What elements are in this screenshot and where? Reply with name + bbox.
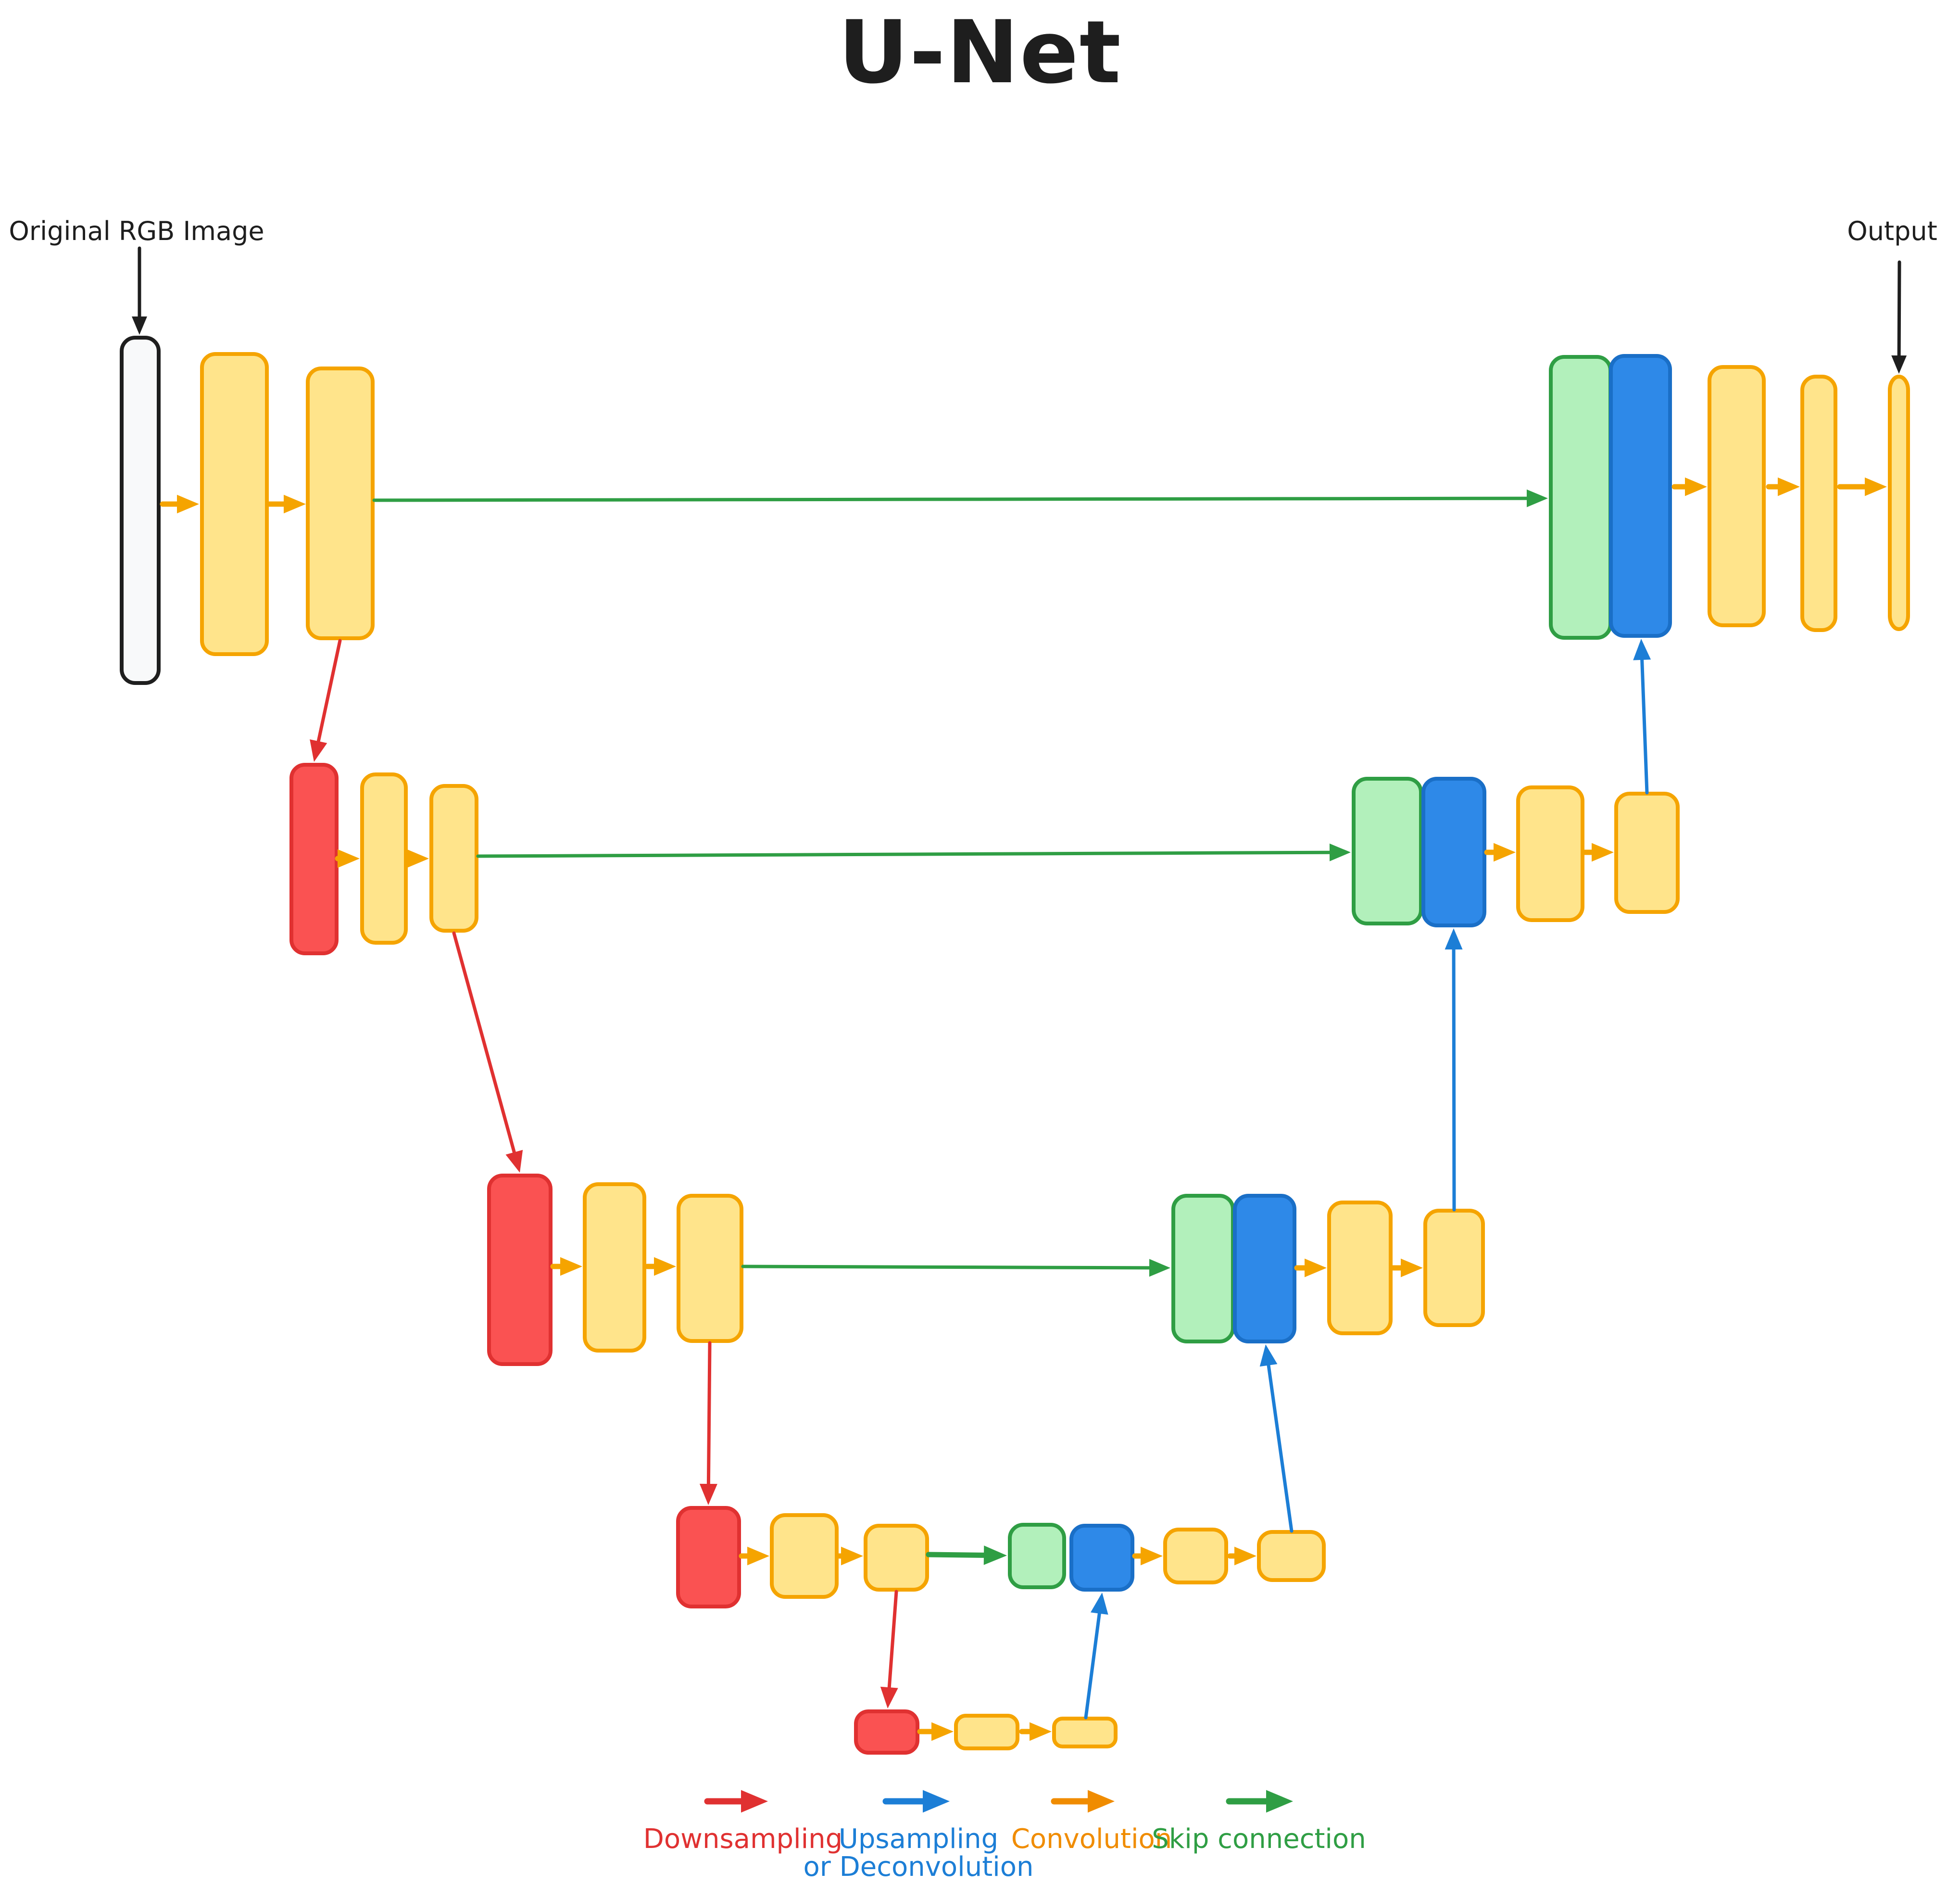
- block-enc4-conv2: [864, 1524, 929, 1592]
- legend-label-upsampling: Upsampling: [838, 1823, 999, 1855]
- block-bottleneck-conv1: [954, 1714, 1019, 1750]
- arrow-legend-down: [704, 1790, 768, 1813]
- arrow-note-input: [132, 246, 147, 335]
- arrow-note-output: [1891, 260, 1907, 374]
- arrow-conv-16: [1132, 1546, 1163, 1566]
- arrow-conv-4: [1766, 477, 1800, 496]
- arrow-down-2: [452, 931, 523, 1173]
- block-enc4-conv1: [770, 1513, 839, 1599]
- arrow-conv-8: [1484, 843, 1516, 862]
- arrow-conv-6: [335, 849, 360, 868]
- arrow-legend-conv: [1051, 1790, 1115, 1813]
- arrow-conv-5: [1837, 477, 1887, 496]
- block-dec3-skip: [1171, 1194, 1235, 1343]
- arrow-down-3: [699, 1341, 717, 1505]
- arrow-skip-2: [476, 843, 1351, 861]
- arrow-skip-1: [372, 489, 1548, 507]
- block-dec4-skip: [1008, 1523, 1066, 1589]
- legend-label-downsampling: Downsampling: [643, 1823, 843, 1855]
- block-enc1-input: [120, 336, 161, 685]
- arrow-up-2: [1445, 928, 1463, 1212]
- block-enc1-conv1: [200, 352, 269, 656]
- block-enc3-conv2: [677, 1194, 743, 1343]
- arrow-conv-18: [917, 1722, 954, 1741]
- output-annotation-label: Output: [1847, 216, 1937, 246]
- legend-label-convolution: Convolution: [1011, 1823, 1172, 1855]
- block-dec3-conv1: [1327, 1201, 1393, 1335]
- block-dec4-conv2: [1257, 1530, 1326, 1582]
- arrow-conv-19: [1019, 1722, 1052, 1741]
- block-enc4-pool: [676, 1506, 741, 1608]
- arrow-down-4: [880, 1590, 898, 1708]
- arrow-down-1: [310, 639, 342, 762]
- arrow-conv-2: [266, 494, 306, 514]
- block-dec1-conv1: [1708, 365, 1766, 627]
- arrow-conv-1: [160, 494, 199, 514]
- arrow-legend-up: [882, 1790, 950, 1813]
- arrow-conv-15: [836, 1546, 863, 1566]
- arrow-conv-13: [1390, 1258, 1423, 1278]
- block-dec4-up: [1069, 1524, 1134, 1592]
- block-dec2-up: [1421, 777, 1486, 927]
- arrow-conv-11: [644, 1257, 676, 1276]
- block-dec1-up: [1609, 354, 1672, 638]
- block-dec2-skip: [1352, 777, 1423, 925]
- arrow-skip-4: [926, 1545, 1007, 1565]
- block-dec4-conv1: [1163, 1528, 1228, 1584]
- legend-label-skip-connection: Skip connection: [1152, 1823, 1366, 1855]
- block-bottleneck-pool: [854, 1709, 919, 1755]
- block-enc2-conv2: [429, 784, 478, 933]
- arrow-conv-12: [1294, 1258, 1327, 1278]
- arrow-conv-3: [1671, 477, 1707, 496]
- block-dec3-conv2: [1423, 1209, 1485, 1327]
- arrow-up-1: [1633, 639, 1651, 795]
- arrow-conv-17: [1227, 1546, 1256, 1566]
- arrow-conv-9: [1582, 843, 1614, 862]
- block-enc3-pool: [487, 1174, 553, 1366]
- block-dec2-conv2: [1614, 792, 1680, 914]
- block-enc2-pool: [289, 763, 339, 955]
- block-enc3-conv1: [583, 1182, 646, 1353]
- input-annotation-label: Original RGB Image: [9, 216, 264, 246]
- arrow-up-4: [1084, 1593, 1108, 1720]
- block-dec1-conv2: [1800, 375, 1837, 632]
- legend-label-upsampling-line2: or Deconvolution: [803, 1851, 1034, 1883]
- block-enc2-conv1: [360, 772, 408, 945]
- arrow-conv-10: [550, 1257, 582, 1276]
- arrow-conv-14: [739, 1546, 769, 1566]
- block-output: [1888, 375, 1910, 631]
- arrow-skip-3: [741, 1259, 1170, 1277]
- block-bottleneck-conv2: [1052, 1717, 1118, 1748]
- block-enc1-conv2: [306, 367, 375, 640]
- block-dec3-up: [1233, 1194, 1296, 1343]
- arrow-up-3: [1259, 1344, 1294, 1533]
- page-title: U-Net: [838, 2, 1122, 103]
- block-dec2-conv1: [1516, 785, 1584, 922]
- arrow-legend-skip: [1226, 1790, 1293, 1813]
- block-dec1-skip: [1549, 355, 1612, 640]
- arrow-conv-7: [404, 849, 429, 868]
